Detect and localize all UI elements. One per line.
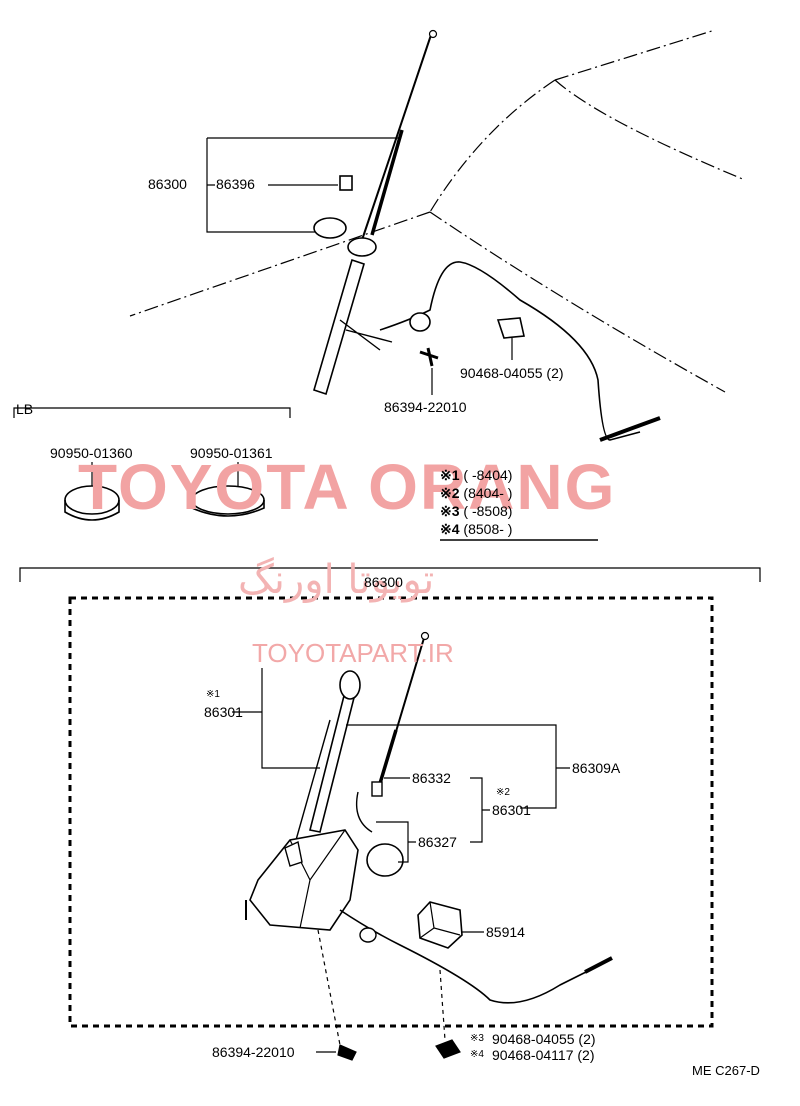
antenna-cable-lower: [339, 909, 591, 1004]
clip-top: [496, 317, 525, 339]
leader-86327: [376, 821, 416, 863]
marker-2: ※2: [496, 787, 510, 798]
door-line: [429, 211, 726, 393]
callout-90950-01361: 90950-01361: [190, 445, 273, 461]
callout-86394-bottom: 86394-22010: [212, 1044, 295, 1060]
antenna-mast-upper: [361, 31, 433, 241]
watermark-persian: تویوتا اورنگ: [238, 557, 435, 603]
callout-86327: 86327: [418, 834, 457, 850]
legend-range-4: (8508- ): [463, 521, 513, 537]
lb-bracket: [13, 407, 291, 418]
pad: [313, 217, 347, 239]
antenna-mast-mid: [370, 129, 404, 236]
motor-box: [249, 829, 359, 931]
legend-range-2: (8404- ): [463, 485, 513, 501]
watermark-brand: TOYOTA ORANG: [78, 451, 617, 523]
legend-range-1: ( -8404): [463, 467, 513, 483]
legend-row-2: ※2 (8404- ): [440, 486, 512, 500]
watermark-site: TOYOTAPART.IR: [252, 638, 454, 668]
assembly-box: [68, 596, 714, 1028]
callout-86394-top: 86394-22010: [384, 399, 467, 415]
collar-86327: [366, 843, 404, 877]
legend-row-3: ※3 ( -8508): [440, 504, 512, 518]
legend-mark-4: ※4: [440, 521, 460, 537]
assembly-bracket: [19, 567, 761, 582]
callout-86300-mid: 86300: [364, 574, 403, 590]
marker-4: ※4: [470, 1049, 484, 1060]
roof-line: [554, 29, 716, 81]
legend-row-1: ※1 ( -8404): [440, 468, 512, 482]
antenna-tip: [428, 29, 438, 39]
legend-mark-1: ※1: [440, 467, 460, 483]
callout-86396: 86396: [216, 176, 255, 192]
callout-90950-01360: 90950-01360: [50, 445, 133, 461]
callout-90468-04117: 90468-04117 (2): [492, 1047, 595, 1063]
relay-85914: [417, 901, 463, 949]
clip-bottom: [435, 1039, 461, 1059]
legend-mark-2: ※2: [440, 485, 460, 501]
motor-tube-lower: [309, 679, 359, 833]
leader-86301-a: [232, 668, 320, 769]
leader-86332: [384, 777, 490, 843]
bolt-bottom: [337, 1044, 357, 1061]
callout-86301-b: 86301: [492, 802, 531, 818]
callout-85914: 85914: [486, 924, 525, 940]
bolt-top: [419, 347, 439, 367]
nut-cap: [339, 175, 353, 191]
callout-86300-top: 86300: [148, 176, 187, 192]
hood-edge-line: [554, 79, 746, 181]
callout-86301-a: 86301: [204, 704, 243, 720]
callout-90468-04055-bottom: 90468-04055 (2): [492, 1031, 596, 1047]
antenna-bracket: [339, 319, 393, 351]
marker-3: ※3: [470, 1033, 484, 1044]
pillar-line: [429, 79, 556, 213]
legend-row-4: ※4 (8508- ): [440, 522, 512, 536]
wire-86327: [355, 791, 373, 833]
callout-86332: 86332: [412, 770, 451, 786]
callout-86309A: 86309A: [572, 760, 621, 776]
leader-86309A: [346, 724, 570, 809]
legend-range-3: ( -8508): [463, 503, 513, 519]
marker-1: ※1: [206, 689, 220, 700]
grommet-top: [409, 312, 431, 332]
leader-86300-top: [206, 137, 400, 233]
legend-mark-3: ※3: [440, 503, 460, 519]
callout-90468-04055-top: 90468-04055 (2): [460, 365, 564, 381]
fender-line: [129, 211, 431, 317]
antenna-cable-top: [379, 261, 641, 441]
drawing-code: ME C267-D: [692, 1063, 760, 1078]
antenna-plug-top: [599, 416, 661, 442]
antenna-nut: [347, 237, 377, 257]
antenna-motor-tube: [313, 258, 365, 396]
section-lb-label: LB: [16, 401, 34, 417]
